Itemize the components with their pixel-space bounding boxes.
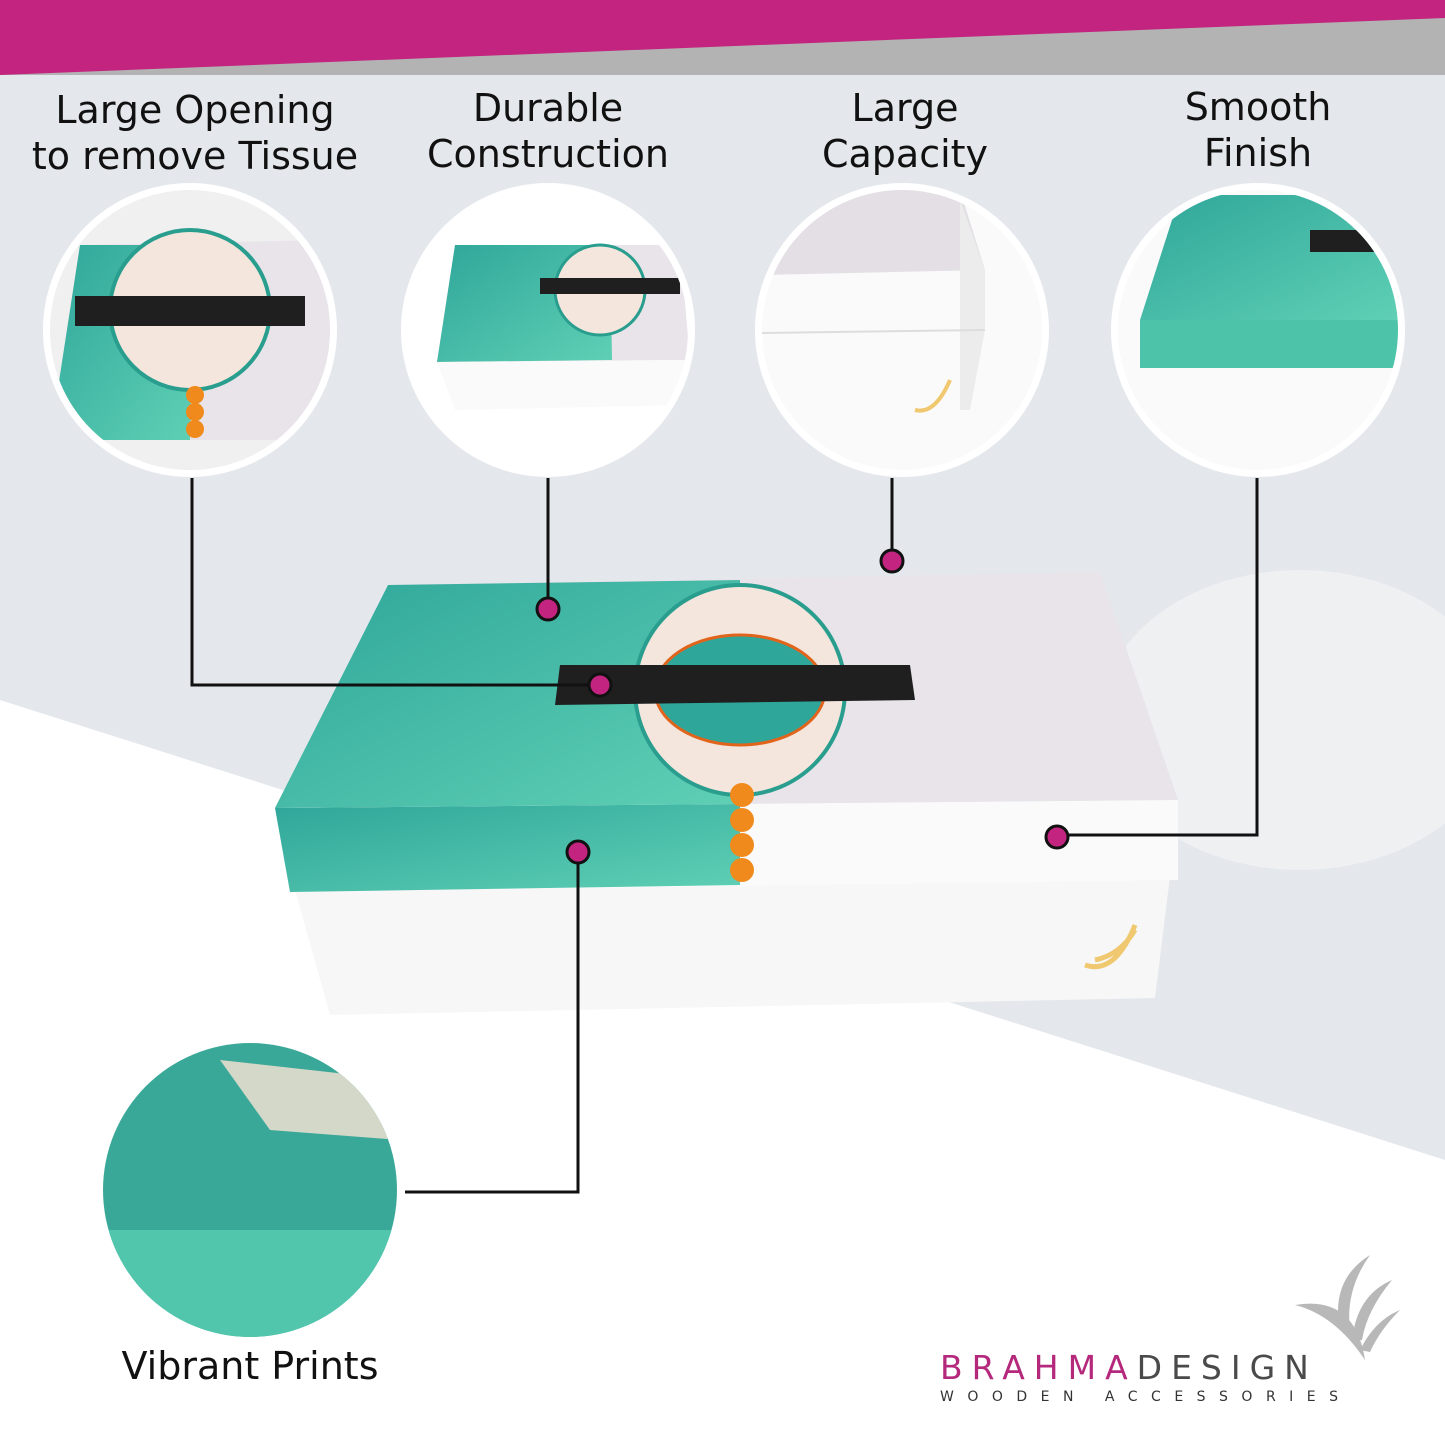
label-line: Finish [1203, 131, 1313, 175]
label-line: Large [851, 86, 959, 130]
feature-label-large-capacity: Large Capacity [822, 85, 988, 177]
brand-tagline: WOODEN ACCESSORIES [940, 1389, 1352, 1405]
tissue-slot [555, 665, 915, 705]
detail-circle-durable-construction [401, 183, 695, 477]
brand-name-part1: BRAHMA [940, 1348, 1137, 1387]
label-line: Construction [427, 132, 669, 176]
feature-label-smooth-finish: Smooth Finish [1185, 84, 1332, 176]
detail-circle-large-opening [43, 183, 337, 477]
detail-circle-large-capacity [755, 183, 1049, 477]
feature-label-vibrant-prints: Vibrant Prints [121, 1343, 378, 1389]
detail-circle-smooth-finish [1111, 183, 1405, 477]
gold-leaf-emblem-icon [1084, 924, 1138, 969]
connector-dots [535, 548, 1070, 865]
top-magenta-banner [0, 0, 1445, 75]
tissue-box [275, 572, 1178, 1015]
label-line: Smooth [1184, 85, 1332, 129]
feature-label-large-opening: Large Opening to remove Tissue [32, 87, 358, 179]
label-line: Large Opening [55, 88, 335, 132]
brand-logo-icon [1295, 1255, 1400, 1360]
connector-lines [190, 478, 1259, 1194]
brand-name-part2: DESIGN [1136, 1348, 1318, 1387]
label-line: to remove Tissue [31, 134, 359, 178]
label-line: Vibrant Prints [121, 1344, 379, 1388]
feature-label-durable-construction: Durable Construction [427, 85, 669, 177]
detail-circle-vibrant-prints [103, 1043, 397, 1337]
brand-logo: BRAHMADESIGN WOODEN ACCESSORIES [940, 1348, 1352, 1405]
floor-highlight [1100, 570, 1445, 870]
label-line: Durable [472, 86, 624, 130]
label-line: Capacity [821, 132, 989, 176]
